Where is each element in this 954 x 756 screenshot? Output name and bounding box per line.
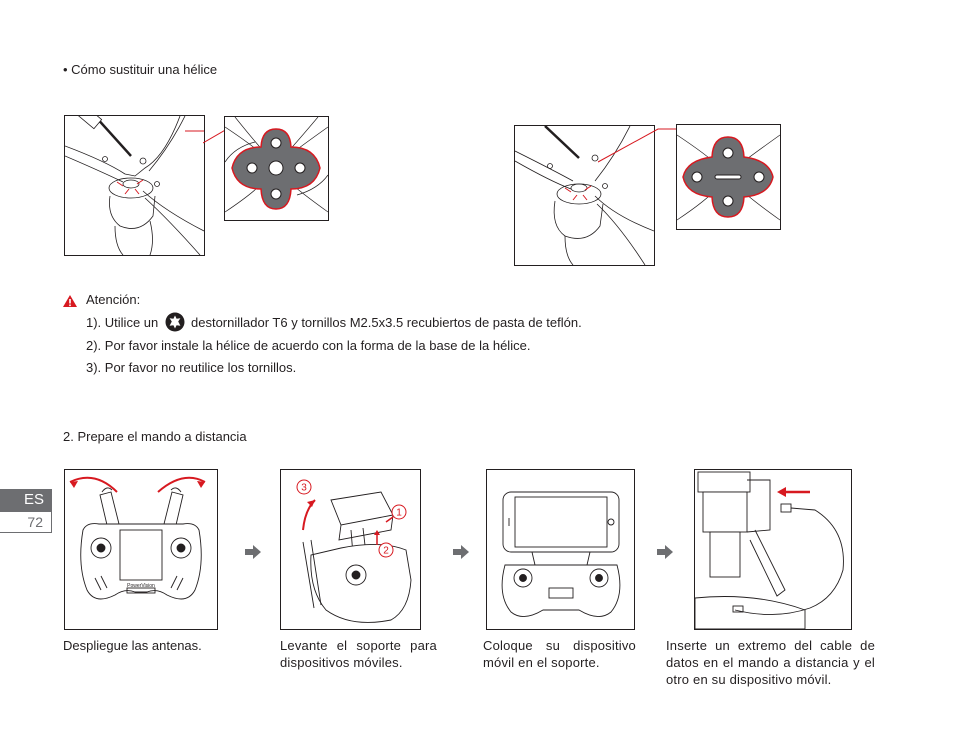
callout-line-2 — [598, 128, 678, 163]
language-code: ES — [23, 491, 44, 508]
step-arrow-2-icon — [453, 545, 469, 559]
section-title-replace-propeller: • Cómo sustituir una hélice — [63, 62, 218, 77]
step-2-caption: Levante el soporte para dispositivos móv… — [280, 638, 437, 670]
attention-heading: Atención: — [86, 292, 141, 307]
propeller-base-detail-1 — [224, 116, 329, 221]
step-2-figure: 3 1 2 — [280, 469, 421, 630]
propeller-base-detail-2 — [676, 124, 781, 230]
callout-number-3: 3 — [301, 483, 307, 494]
attention-item-1-start: 1). Utilice un — [86, 315, 159, 330]
section-title-prepare-remote: 2. Prepare el mando a distancia — [63, 429, 247, 444]
step-3-figure — [486, 469, 635, 630]
callout-line-1 — [203, 128, 227, 144]
step-4-figure — [694, 469, 852, 630]
brand-label-1: PowerVision — [127, 583, 155, 589]
page-number-box: 72 — [0, 511, 52, 533]
page-number: 72 — [27, 514, 43, 530]
step-1-caption: Despliegue las antenas. — [63, 638, 202, 653]
propeller-install-figure-1 — [64, 115, 205, 256]
propeller-install-figure-2 — [514, 125, 655, 266]
attention-item-1-end: destornillador T6 y tornillos M2.5x3.5 r… — [191, 315, 582, 330]
callout-number-1: 1 — [396, 508, 402, 519]
step-4-caption: Inserte un extremo del cable de datos en… — [666, 638, 875, 687]
language-tab: ES — [0, 489, 52, 511]
callout-number-2: 2 — [383, 546, 389, 557]
step-arrow-1-icon — [245, 545, 261, 559]
attention-item-2: 2). Por favor instale la hélice de acuer… — [86, 338, 531, 353]
torx-t6-icon — [165, 312, 185, 332]
attention-item-3: 3). Por favor no reutilice los tornillos… — [86, 360, 297, 375]
step-3-caption: Coloque su dispositivo móvil en el sopor… — [483, 638, 636, 670]
step-1-figure: PowerVision — [64, 469, 218, 630]
warning-triangle-icon — [63, 295, 77, 307]
step-arrow-3-icon — [657, 545, 673, 559]
